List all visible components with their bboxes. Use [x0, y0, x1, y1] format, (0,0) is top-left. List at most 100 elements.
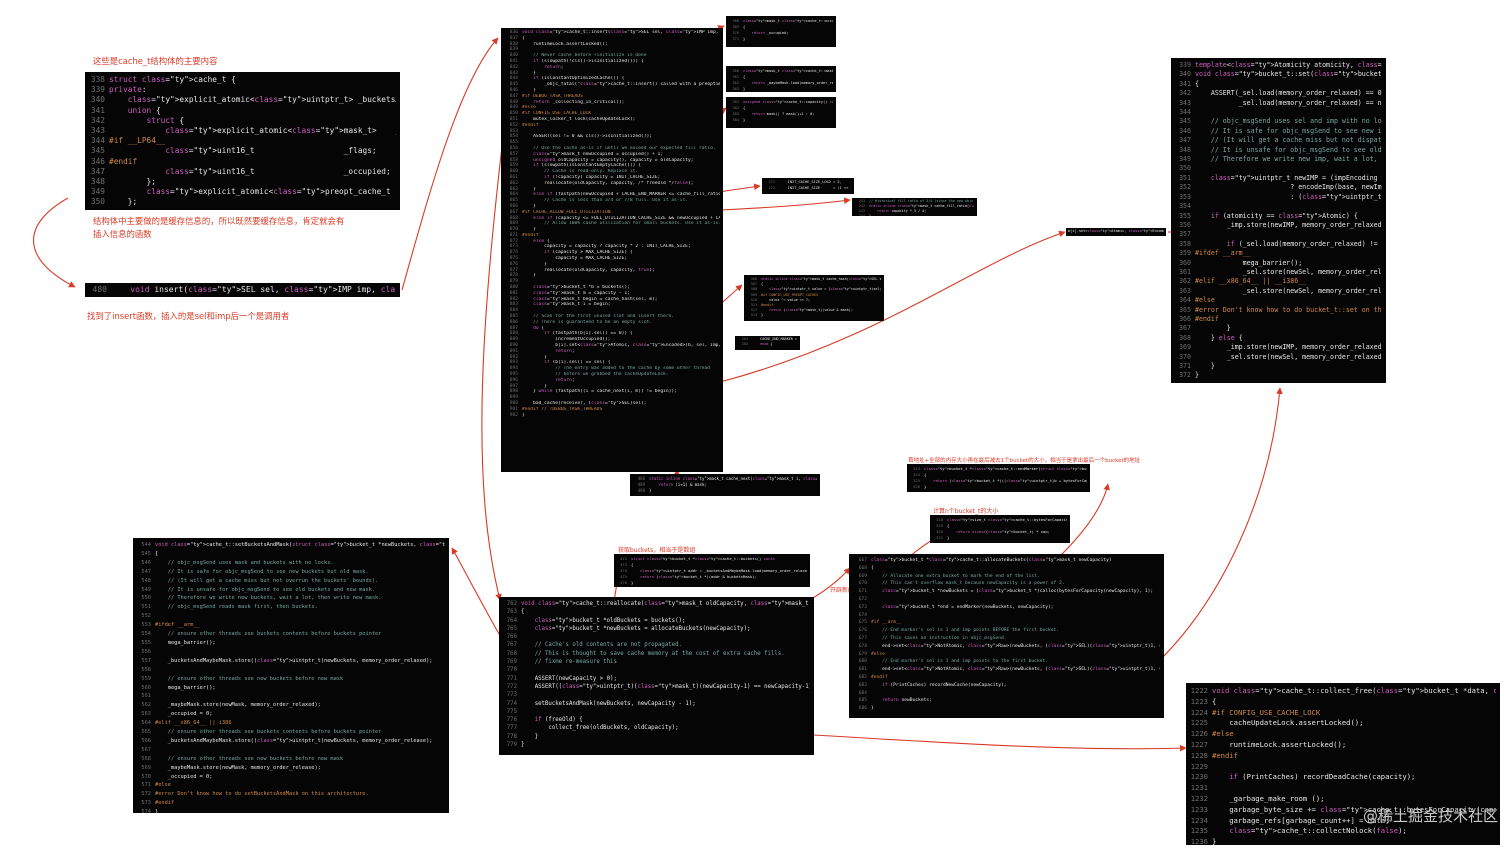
line-number: 507 [750, 282, 757, 287]
line-number: 348 [1179, 145, 1191, 154]
code-line: 552 [137, 612, 445, 621]
code-line: 551 // objc_msgSend reads mask first, th… [137, 603, 445, 612]
line-number: 774 [506, 700, 517, 707]
struct-explanation-note: 结构体中主要做的是缓存信息的，所以既然要缓存信息，肯定就会有 插入信息的函数 [93, 216, 345, 239]
line-number: 891 [509, 348, 518, 354]
code-text: return (class="ty">bucket_t *)(addr & bu… [640, 574, 757, 579]
code-line: 553#ifdef __arm__ [137, 621, 445, 630]
code-text: } [522, 227, 536, 233]
code-text: // This is thought to save cache memory … [521, 650, 785, 657]
code-line: 361{ [729, 74, 833, 80]
code-line: 766 [503, 633, 810, 641]
code-text: // There is guaranteed to be an empty sl… [522, 319, 652, 325]
code-text: { [631, 562, 634, 567]
line-number: 679 [858, 651, 867, 657]
code-text: // Allocate one extra bucket to mark the… [871, 573, 1040, 579]
code-line: 344 [1175, 108, 1382, 117]
code-line: 767 // Cache's old contents are not prop… [503, 641, 810, 649]
code-text: class="ty">uintptr_t newIMP = (impEncodi… [1210, 173, 1382, 182]
line-number: 370 [732, 31, 740, 35]
code-line: 846 } [504, 88, 720, 94]
code-text: capacity = capacity ? capacity * 2 : INI… [522, 244, 691, 250]
code-line: 324{ [910, 472, 1087, 478]
line-number: 897 [509, 383, 518, 389]
line-number: 779 [506, 742, 517, 749]
line-number: 1234 [1190, 815, 1208, 825]
code-text: value ^= value >> 7; [761, 297, 810, 302]
code-text: } while (fastpath((i = cache_next(i, m))… [522, 389, 677, 395]
code-text: mega_barrier(); [1195, 258, 1303, 267]
code-text: _sel.load(memory_order_relaxed) == newSe… [1238, 98, 1382, 107]
code-line: 1232 _garbage_make_room (); [1190, 794, 1496, 805]
line-number: 671 [858, 589, 867, 595]
code-text: } [522, 383, 547, 389]
code-line: 1230 if (PrintCaches) recordDeadCache(ca… [1190, 772, 1496, 783]
code-text: if (PrintCaches) recordDeadCache(capacit… [1229, 772, 1416, 782]
line-number: 838 [509, 41, 518, 47]
line-number: 513 [750, 313, 757, 318]
line-number: 343 [1179, 98, 1191, 107]
line-number: 845 [509, 82, 518, 88]
line-number: 368 [1179, 333, 1191, 342]
code-text: } [869, 214, 872, 216]
code-text: return (class="ty">mask_t)(value & mask)… [769, 308, 853, 313]
code-text: } [743, 118, 746, 122]
code-line: 320 return sizeof(class="ty">bucket_t) *… [933, 529, 1067, 535]
code-line: 244} [855, 214, 974, 216]
code-line: 771 ASSERT(newCapacity > 0); [503, 675, 810, 683]
code-text: if (atomicity == class="ty">Atomic) { [1210, 211, 1358, 220]
code-text: // ensure other threads see new buckets … [155, 755, 344, 762]
code-text: b[i].set<class="ty">Atomic, class="ty">E… [522, 343, 720, 349]
code-text: #endif [522, 122, 539, 128]
line-number: 1225 [1190, 718, 1208, 728]
code-line: 675#if __arm__ [853, 619, 1160, 627]
line-number: 863 [509, 186, 518, 192]
code-text: void class="ty">cache_t::insert(class="t… [522, 30, 720, 35]
code-text: class="ty">size_t class="ty">cache_t::by… [947, 517, 1067, 522]
code-text: static inline class="ty">mask_t cache_ne… [649, 476, 817, 481]
code-line: 893 if (b[i].sel() == sel) { [504, 360, 720, 366]
line-number: 204 [741, 342, 748, 346]
code-line: 779} [503, 741, 810, 749]
code-line: 670 // This can't overflow mask_t becaus… [853, 580, 1160, 588]
code-line: 475 return (class="ty">bucket_t *)(addr … [617, 574, 807, 580]
line-number: 360 [732, 69, 740, 73]
code-text: return (class="ty">bucket_t *)((class="t… [933, 478, 1087, 483]
code-text: class="ty">explicit_atomic<class="ty">ui… [127, 95, 396, 105]
line-number: 668 [858, 565, 867, 571]
code-text: #endif [522, 232, 539, 238]
code-text: // before we grabbed the cacheUpdateLock… [522, 372, 669, 378]
code-text: template<class="ty">Atomicity atomicity,… [1195, 61, 1382, 69]
code-line: 763{ [503, 608, 810, 616]
line-number: 872 [509, 238, 518, 244]
code-text: } [522, 354, 547, 360]
code-line: 682#endif [853, 674, 1160, 682]
code-line: 382{ [729, 105, 833, 111]
code-line: 512 return (class="ty">mask_t)(value & m… [747, 308, 881, 313]
code-line: 863 } [504, 187, 720, 193]
code-text: // End marker's sel is 1 and imp points … [871, 659, 1049, 665]
code-text: { [743, 106, 746, 110]
code-text: ASSERT((class="ty">uintptr_t)(class="ty"… [521, 683, 810, 690]
line-number: 864 [509, 192, 518, 198]
line-number: 886 [509, 319, 518, 325]
line-number: 350 [90, 197, 105, 207]
code-text: } [522, 203, 536, 209]
code-text: class="ty">bucket_t *b = buckets(); [533, 285, 630, 291]
code-line: 566 _bucketsAndMaybeMask.store((class="t… [137, 737, 445, 746]
line-number: 857 [509, 151, 518, 157]
code-text: runtimeLock.assertLocked(); [1212, 739, 1347, 749]
code-line: 1236} [1190, 837, 1496, 845]
code-text: end->set<class="ty">NotAtomic, class="ty… [871, 643, 1160, 649]
code-text: // This can't overflow mask_t because ne… [871, 581, 1065, 587]
line-number: 511 [750, 303, 757, 308]
line-number: 861 [509, 174, 518, 180]
code-line: 563 _occupied = 0; [137, 710, 445, 719]
line-number: 561 [141, 693, 151, 700]
code-text: struct { [146, 115, 185, 125]
code-text: #endif [109, 156, 138, 166]
line-number: 345 [1179, 117, 1191, 126]
